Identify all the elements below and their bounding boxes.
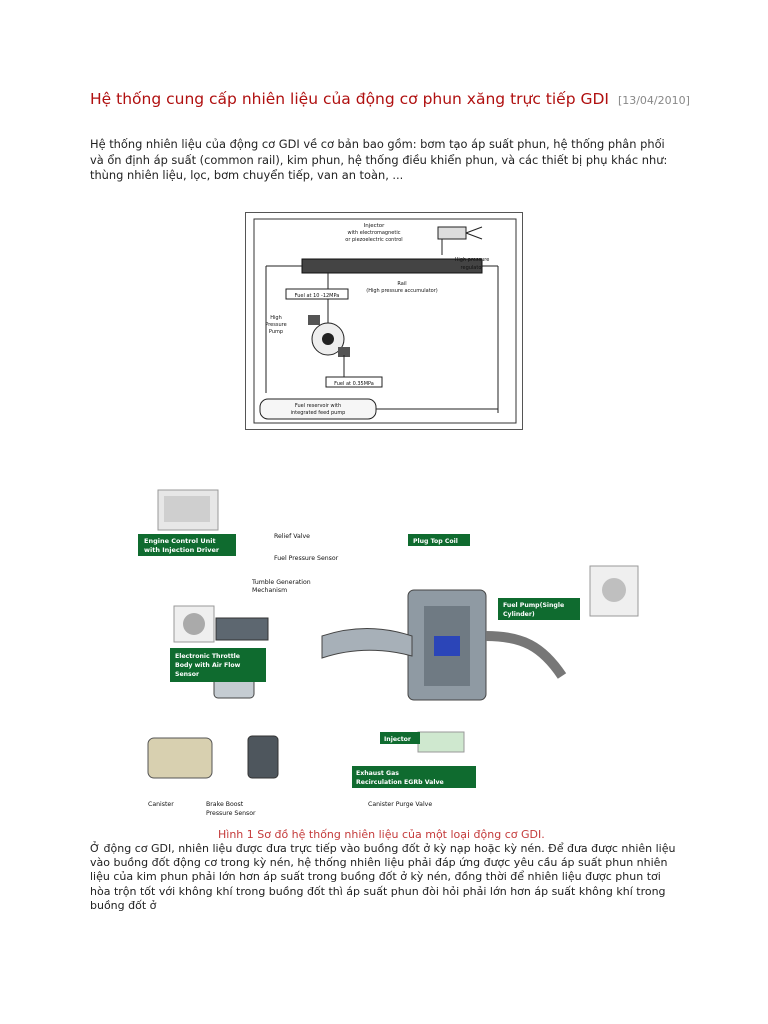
fig1-label-injector: Injector — [364, 223, 386, 229]
fig1-label-rail-sub: (High pressure accumulator) — [366, 288, 438, 294]
fig1-label-reservoir1: Fuel reservoir with — [295, 403, 341, 409]
fig2-label-plug-top-coil: Plug Top Coil — [413, 538, 458, 545]
fig2-label-ecu2: with Injection Driver — [144, 546, 220, 554]
label-box-fuel-pump — [498, 598, 580, 620]
fig2-label-egr1: Exhaust Gas — [356, 770, 399, 777]
fuel-tank-icon — [147, 737, 213, 779]
fuel-reservoir-shape — [259, 398, 377, 420]
intake-pipe-icon — [321, 628, 413, 659]
fig1-label-rail: Rail — [397, 281, 406, 287]
fig1-label-regulator: regulator — [461, 265, 485, 271]
fig1-label-pump3: Pump — [269, 329, 283, 335]
body-paragraph: Ở động cơ GDI, nhiên liệu được đưa trực … — [90, 842, 676, 912]
fig2-label-throttle3: Sensor — [175, 671, 200, 678]
fuel-pump-photo-icon — [589, 565, 639, 617]
label-box-throttle — [170, 648, 266, 682]
injector-photo-icon — [417, 731, 465, 753]
fig1-label-injector-sub1: with electromagnetic — [348, 230, 401, 236]
label-box-egr — [352, 766, 476, 788]
throttle-photo-icon — [173, 605, 215, 643]
article-title: Hệ thống cung cấp nhiên liệu của động cơ… — [90, 90, 690, 110]
fig1-label-reservoir2: integrated feed pump — [291, 410, 346, 416]
fig1-label-fuel-low: Fuel at 0.35MPa — [334, 381, 374, 387]
fig2-label-ecu1: Engine Control Unit — [144, 537, 216, 545]
fig2-label-throttle1: Electronic Throttle — [175, 653, 240, 660]
fig2-label-brake1: Brake Boost — [206, 801, 244, 808]
fuel-high-box — [285, 288, 349, 300]
injector-icon — [437, 226, 483, 240]
label-box-injector — [380, 732, 420, 744]
fig2-label-fuel-pressure-sensor: Fuel Pressure Sensor — [274, 555, 339, 562]
gdi-engine-diagram: Engine Control Unit with Injection Drive… — [138, 489, 639, 817]
title-text: Hệ thống cung cấp nhiên liệu của động cơ… — [90, 90, 609, 108]
intro-paragraph: Hệ thống nhiên liệu của động cơ GDI về c… — [90, 137, 668, 183]
fig1-label-fuel-high: Fuel at 10 -12MPa — [295, 293, 340, 299]
canister-icon — [247, 735, 279, 779]
fig2-label-fuel-pump1: Fuel Pump(Single — [503, 602, 564, 609]
fig2-label-injector: Injector — [384, 736, 412, 743]
label-box-plug-top-coil — [408, 534, 470, 546]
ecu-box-icon — [215, 617, 269, 641]
figure-caption: Hình 1 Sơ đồ hệ thống nhiên liệu của một… — [218, 828, 545, 841]
fig2-label-brake2: Pressure Sensor — [206, 810, 256, 817]
fig1-label-injector-sub2: or piezoelectric control — [345, 237, 402, 243]
exhaust-pipe-icon — [485, 631, 567, 679]
fig2-label-fuel-pump2: Cylinder) — [503, 611, 535, 618]
fig2-label-throttle2: Body with Air Flow — [175, 662, 241, 669]
fig1-label-pump2: Pressure — [265, 322, 286, 328]
fig2-label-tumble2: Mechanism — [252, 587, 287, 594]
fig2-label-canister: Canister — [148, 801, 174, 808]
fuel-low-box — [325, 376, 383, 388]
engine-block-icon — [407, 589, 487, 701]
article-date: [13/04/2010] — [617, 94, 690, 107]
fig2-label-purge: Canister Purge Valve — [368, 801, 432, 808]
fig2-label-egr2: Recirculation EGRb Valve — [356, 779, 444, 786]
fig2-label-relief-valve: Relief Valve — [274, 533, 310, 540]
ecu-photo-icon — [157, 489, 219, 531]
fig1-label-high-pressure: High pressure — [455, 257, 490, 263]
label-box-ecu — [138, 534, 236, 556]
fig2-label-tumble1: Tumble Generation — [251, 579, 311, 586]
fig1-label-pump1: High — [270, 315, 282, 321]
high-pressure-pump-icon — [308, 315, 350, 357]
fuel-system-schematic: Injector with electromagnetic or piezoel… — [245, 212, 523, 430]
